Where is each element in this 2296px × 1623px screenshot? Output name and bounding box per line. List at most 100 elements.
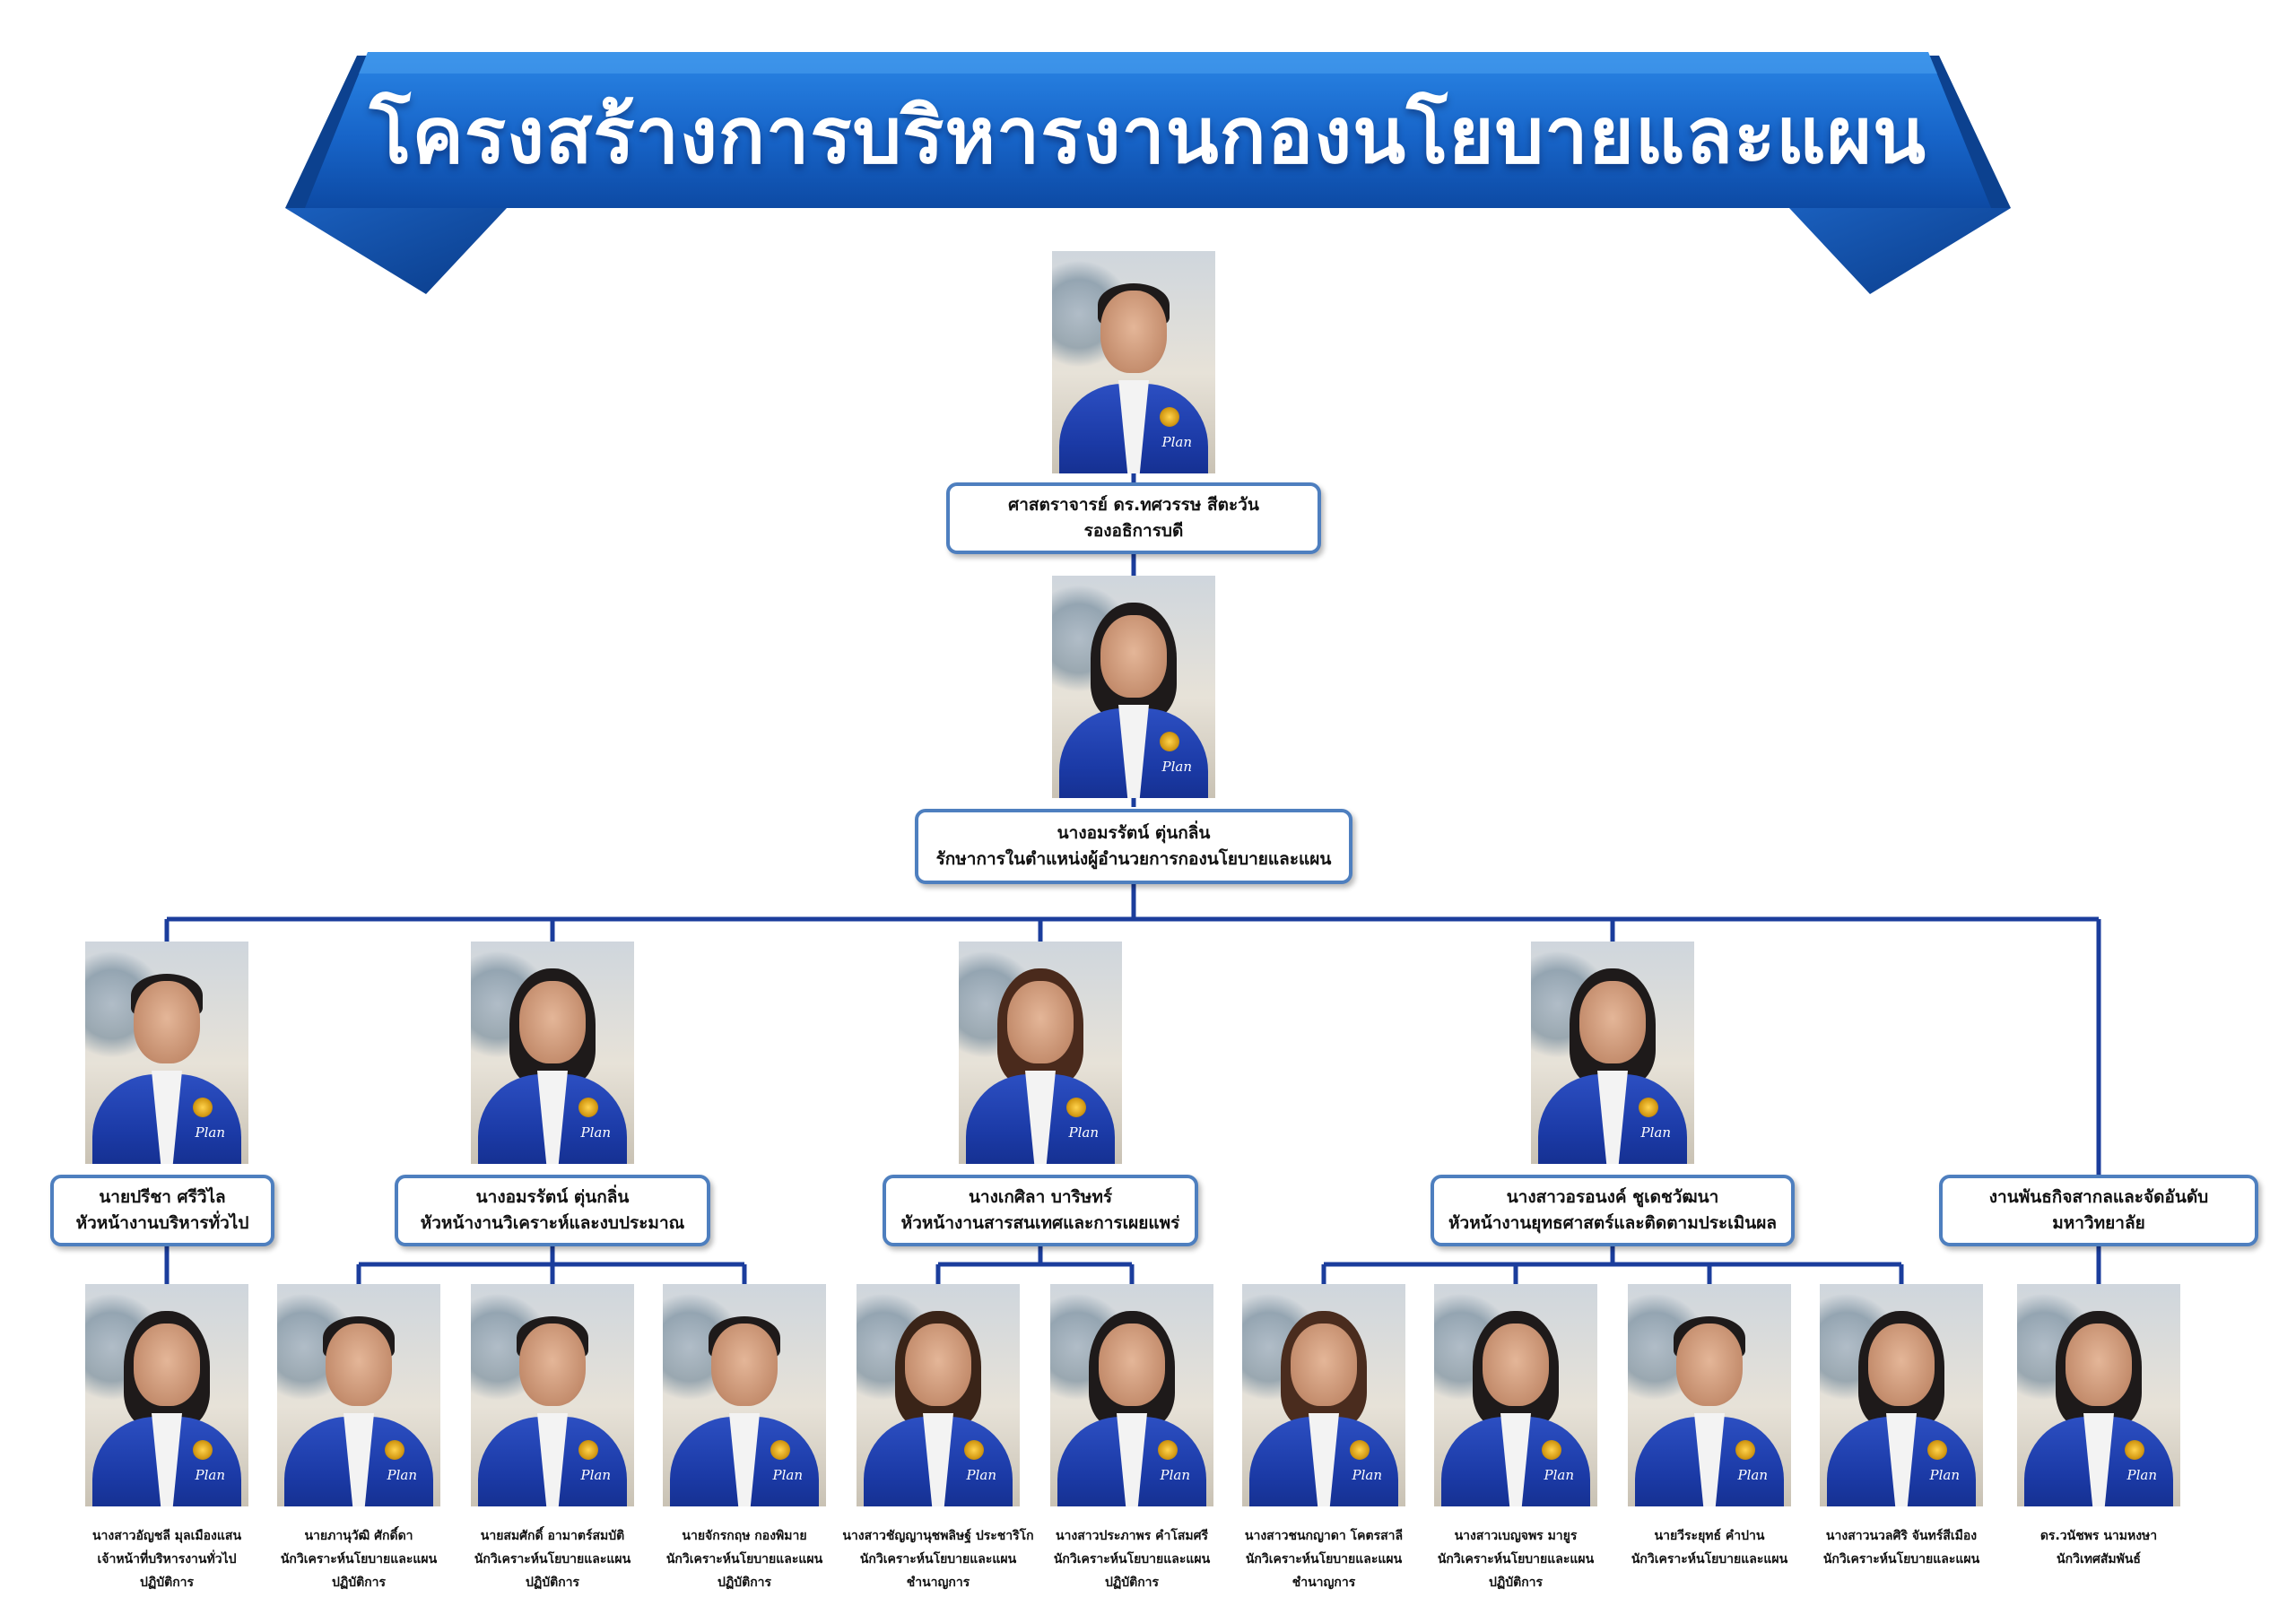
jacket-text: Plan <box>1161 434 1193 450</box>
jacket-text: Plan <box>1737 1467 1769 1483</box>
staff-level: ปฏิบัติการ <box>717 1575 772 1590</box>
emblem-icon <box>964 1440 984 1460</box>
jacket-text: Plan <box>195 1124 226 1141</box>
staff-name: ดร.วนัชพร นามหงษา <box>2039 1529 2158 1543</box>
section-position: หัวหน้างานวิเคราะห์และงบประมาณ <box>420 1213 685 1233</box>
staff-name: นายวีระยุทธ์ คำปาน <box>1654 1529 1765 1543</box>
emblem-icon <box>1066 1098 1086 1117</box>
staff-position: นักวิเคราะห์นโยบายและแผน <box>280 1552 438 1567</box>
section-position: มหาวิทยาลัย <box>2052 1213 2145 1233</box>
banner-tail-left <box>285 208 507 294</box>
section-position: หัวหน้างานยุทธศาสตร์และติดตามประเมินผล <box>1448 1213 1777 1233</box>
photo-staff-7: Plan <box>1242 1284 1405 1506</box>
staff-position: นักวิเทศสัมพันธ์ <box>2057 1552 2141 1567</box>
staff-position: นักวิเคราะห์นโยบายและแผน <box>1631 1552 1788 1567</box>
jacket-text: Plan <box>1161 759 1193 775</box>
jacket-text: Plan <box>1544 1467 1575 1483</box>
jacket-text: Plan <box>2126 1467 2158 1483</box>
section-name: นางสาวอรอนงค์ ชูเดชวัฒนา <box>1506 1187 1719 1207</box>
jacket-text: Plan <box>1929 1467 1961 1483</box>
emblem-icon <box>1160 407 1179 427</box>
jacket-text: Plan <box>580 1467 612 1483</box>
staff-name: นางสาวนวลศิริ จันทร์สีเมือง <box>1825 1529 1978 1543</box>
photo-director: Plan <box>1052 576 1215 798</box>
page-title: โครงสร้างการบริหารงานกองนโยบายและแผน <box>370 91 1926 181</box>
staff-name: นางสาวประภาพร คำโสมศรี <box>1055 1529 1209 1543</box>
emblem-icon <box>1927 1440 1947 1460</box>
box-section-3: นางเกศิลา บาริษทร์ หัวหน้างานสารสนเทศและ… <box>883 1175 1198 1246</box>
staff-position: นักวิเคราะห์นโยบายและแผน <box>665 1552 823 1567</box>
staff-name: นายสมศักดิ์ อามาตร์สมบัติ <box>480 1529 625 1543</box>
staff-position: เจ้าหน้าที่บริหารงานทั่วไป <box>97 1552 237 1567</box>
photo-staff-11: Plan <box>2017 1284 2180 1506</box>
banner-tail-right <box>1789 208 2011 294</box>
staff-name: นายจักรกฤษ กองพิมาย <box>682 1529 807 1543</box>
emblem-icon <box>193 1440 213 1460</box>
banner-ribbon <box>305 52 1991 208</box>
jacket-text: Plan <box>1352 1467 1383 1483</box>
photo-staff-8: Plan <box>1434 1284 1597 1506</box>
director-position: รักษาการในตำแหน่งผู้อำนวยการกองนโยบายและ… <box>935 849 1332 869</box>
staff-level: ปฏิบัติการ <box>139 1575 195 1590</box>
photo-staff-10: Plan <box>1820 1284 1983 1506</box>
staff-position: นักวิเคราะห์นโยบายและแผน <box>1053 1552 1211 1567</box>
staff-caption-9: นายวีระยุทธ์ คำปาน นักวิเคราะห์นโยบายและ… <box>1613 1524 1805 1571</box>
photo-staff-6: Plan <box>1050 1284 1213 1506</box>
head-name: ศาสตราจารย์ ดร.ทศวรรษ สีตะวัน <box>1008 495 1259 515</box>
photo-section-1: Plan <box>85 942 248 1164</box>
jacket-text: Plan <box>772 1467 804 1483</box>
director-name: นางอมรรัตน์ ตุ่นกลิ่น <box>1057 823 1211 843</box>
photo-head: Plan <box>1052 251 1215 473</box>
staff-level: ปฏิบัติการ <box>1104 1575 1160 1590</box>
section-position: หัวหน้างานสารสนเทศและการเผยแพร่ <box>900 1213 1180 1233</box>
staff-caption-2: นายภานุวัฒิ ศักดิ์ดา นักวิเคราะห์นโยบายแ… <box>263 1524 455 1594</box>
section-name: งานพันธกิจสากลและจัดอันดับ <box>1988 1187 2209 1207</box>
staff-position: นักวิเคราะห์นโยบายและแผน <box>1822 1552 1980 1567</box>
box-section-4: นางสาวอรอนงค์ ชูเดชวัฒนา หัวหน้างานยุทธศ… <box>1431 1175 1795 1246</box>
staff-caption-3: นายสมศักดิ์ อามาตร์สมบัติ นักวิเคราะห์นโ… <box>457 1524 648 1594</box>
staff-caption-4: นายจักรกฤษ กองพิมาย นักวิเคราะห์นโยบายแล… <box>648 1524 840 1594</box>
box-head: ศาสตราจารย์ ดร.ทศวรรษ สีตะวัน รองอธิการบ… <box>946 482 1321 554</box>
staff-caption-7: นางสาวชนกญาดา โคตรสาลี นักวิเคราะห์นโยบา… <box>1228 1524 1420 1594</box>
staff-caption-8: นางสาวเบญจพร มายูร นักวิเคราะห์นโยบายและ… <box>1420 1524 1612 1594</box>
staff-position: นักวิเคราะห์นโยบายและแผน <box>859 1552 1017 1567</box>
photo-section-3: Plan <box>959 942 1122 1164</box>
jacket-text: Plan <box>387 1467 418 1483</box>
section-name: นางเกศิลา บาริษทร์ <box>968 1187 1113 1207</box>
photo-staff-4: Plan <box>663 1284 826 1506</box>
staff-caption-1: นางสาวอัญชลี มุลเมืองแสน เจ้าหน้าที่บริห… <box>71 1524 263 1594</box>
staff-caption-5: นางสาวชัญญานุชพลิษฐ์ ประชาริโก นักวิเครา… <box>842 1524 1034 1594</box>
staff-name: นางสาวชัญญานุชพลิษฐ์ ประชาริโก <box>842 1529 1034 1543</box>
jacket-text: Plan <box>1640 1124 1672 1141</box>
emblem-icon <box>1639 1098 1658 1117</box>
head-position: รองอธิการบดี <box>1083 521 1184 541</box>
staff-name: นางสาวเบญจพร มายูร <box>1454 1529 1578 1543</box>
staff-position: นักวิเคราะห์นโยบายและแผน <box>1437 1552 1595 1567</box>
section-position: หัวหน้างานบริหารทั่วไป <box>75 1213 249 1233</box>
emblem-icon <box>385 1440 404 1460</box>
emblem-icon <box>2125 1440 2144 1460</box>
photo-section-2: Plan <box>471 942 634 1164</box>
staff-position: นักวิเคราะห์นโยบายและแผน <box>1245 1552 1403 1567</box>
staff-caption-10: นางสาวนวลศิริ จันทร์สีเมือง นักวิเคราะห์… <box>1805 1524 1997 1571</box>
emblem-icon <box>1735 1440 1755 1460</box>
jacket-text: Plan <box>580 1124 612 1141</box>
photo-section-4: Plan <box>1531 942 1694 1164</box>
section-name: นายปรีชา ศรีวิไล <box>99 1187 226 1207</box>
jacket-text: Plan <box>195 1467 226 1483</box>
emblem-icon <box>770 1440 790 1460</box>
staff-name: นายภานุวัฒิ ศักดิ์ดา <box>304 1529 413 1543</box>
box-section-2: นางอมรรัตน์ ตุ่นกลิ่น หัวหน้างานวิเคราะห… <box>395 1175 710 1246</box>
staff-level: ชำนาญการ <box>1292 1575 1356 1590</box>
photo-staff-2: Plan <box>277 1284 440 1506</box>
staff-level: ชำนาญการ <box>906 1575 970 1590</box>
emblem-icon <box>578 1098 598 1117</box>
staff-level: ปฏิบัติการ <box>525 1575 580 1590</box>
staff-position: นักวิเคราะห์นโยบายและแผน <box>474 1552 631 1567</box>
jacket-text: Plan <box>1068 1124 1100 1141</box>
box-section-5: งานพันธกิจสากลและจัดอันดับ มหาวิทยาลัย <box>1939 1175 2258 1246</box>
photo-staff-9: Plan <box>1628 1284 1791 1506</box>
photo-staff-1: Plan <box>85 1284 248 1506</box>
emblem-icon <box>193 1098 213 1117</box>
staff-name: นางสาวอัญชลี มุลเมืองแสน <box>91 1529 242 1543</box>
